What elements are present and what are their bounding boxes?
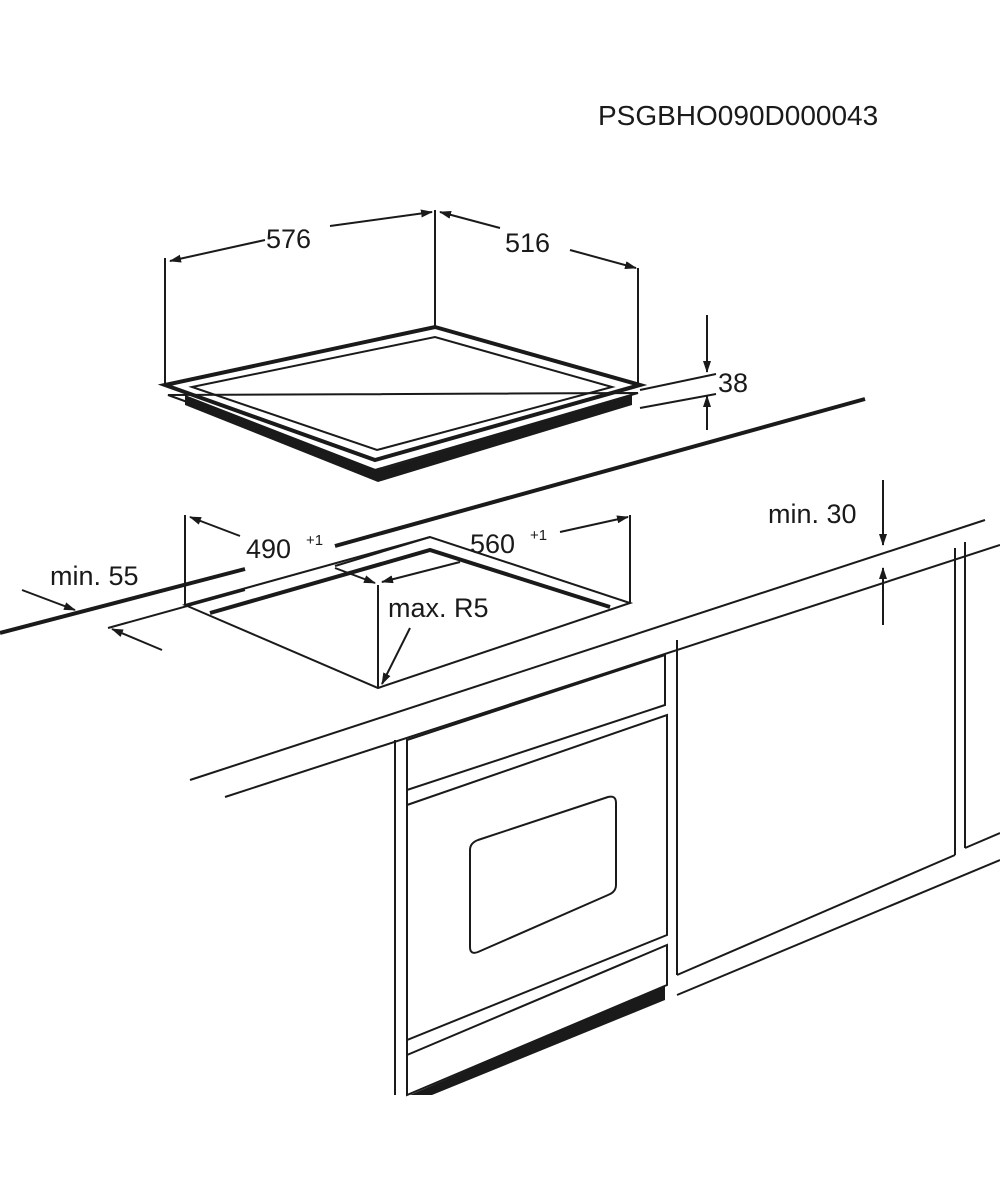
hob [157,324,648,482]
hob-glass-inset [188,335,616,452]
side-cabinet [676,542,1000,996]
hob-front-edge [167,392,639,472]
hob-depth-label: 516 [505,228,550,258]
width-arrow-left [169,239,266,263]
cutout-inner-edge [209,547,611,615]
worktop-thickness-label: min. 30 [768,499,857,529]
document-code: PSGBHO090D000043 [598,100,878,131]
depth-arrow-left [439,210,501,229]
depth-arrow-right [569,249,637,269]
width-arrow-right [329,209,433,227]
worktop [0,397,1000,798]
cutout-width-tolerance: +1 [530,527,547,544]
oven-cabinet [394,640,678,1097]
hob-width-label: 576 [266,224,311,254]
oven-window [469,795,617,954]
corner-radius-label: max. R5 [388,593,489,623]
cutout-dimensions: 490 +1 560 +1 max. R5 min. 55 min. 30 [21,480,887,688]
drawer-panel [406,653,666,792]
plinth [410,985,665,1095]
hob-height-label: 38 [718,368,748,398]
oven-door [406,713,668,1042]
cutout-depth-label: 490 [246,534,291,564]
front-clearance-label: min. 55 [50,561,139,591]
hob-underside [185,395,632,482]
cutout-depth-tolerance: +1 [306,532,323,549]
hob-dimensions: 576 516 38 [164,209,748,430]
bottom-drawer [406,943,668,1097]
cutout-width-label: 560 [470,529,515,559]
